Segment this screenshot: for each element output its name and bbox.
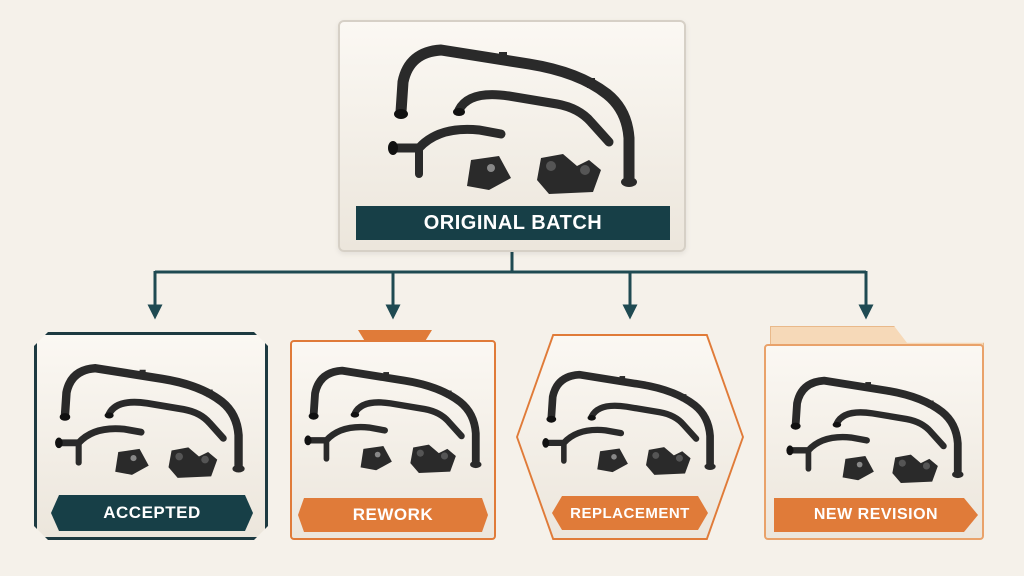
replacement-label: REPLACEMENT [552, 496, 708, 530]
tube-bracket-set-image [45, 353, 257, 487]
new-revision-card: NEW REVISION [764, 344, 984, 540]
original-batch-label: ORIGINAL BATCH [356, 206, 670, 240]
tube-bracket-set-image [536, 358, 724, 486]
replacement-card: REPLACEMENT [516, 334, 744, 540]
tube-bracket-set-image [298, 354, 490, 484]
new-revision-label: NEW REVISION [774, 498, 978, 532]
rework-tab [358, 330, 432, 342]
accepted-card: ACCEPTED [34, 332, 268, 540]
tube-bracket-set-image [354, 30, 674, 206]
rework-label: REWORK [298, 498, 488, 532]
tube-bracket-set-image [780, 366, 972, 492]
original-batch-card: ORIGINAL BATCH [338, 20, 686, 252]
rework-card: REWORK [290, 340, 496, 540]
accepted-label: ACCEPTED [51, 495, 253, 531]
